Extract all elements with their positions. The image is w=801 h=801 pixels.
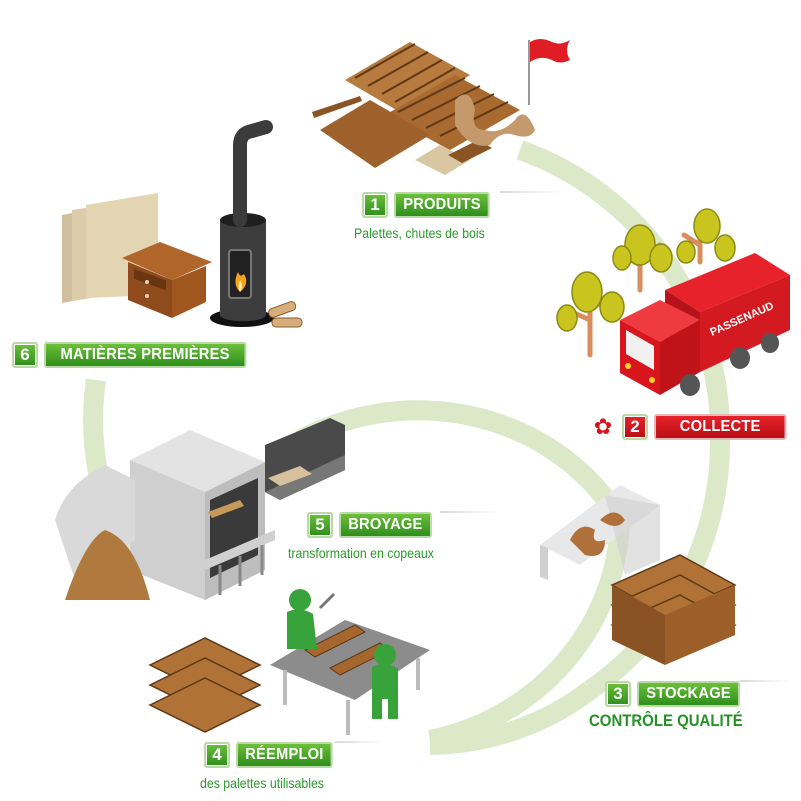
step-title: STOCKAGE bbox=[637, 681, 741, 707]
pallet-stack-icon bbox=[610, 554, 737, 665]
step-title: COLLECTE bbox=[654, 414, 787, 440]
step-3-label: 3 STOCKAGE bbox=[605, 681, 749, 707]
red-flag-icon bbox=[528, 39, 570, 105]
step-2-label: ✿ 2 COLLECTE bbox=[590, 414, 798, 440]
divider bbox=[740, 680, 790, 682]
step-title: PRODUITS bbox=[394, 192, 490, 218]
pallet-pile-icon bbox=[312, 42, 535, 175]
step-6-label: 6 MATIÈRES PREMIÈRES bbox=[12, 342, 264, 368]
step-number: 2 bbox=[622, 414, 648, 440]
collection-truck-icon: PASSENAUD bbox=[620, 253, 790, 396]
step-1-label: 1 PRODUITS bbox=[362, 192, 498, 218]
step-number: 5 bbox=[307, 512, 333, 538]
step-4-subtitle: des palettes utilisables bbox=[200, 775, 324, 791]
step-1-subtitle: Palettes, chutes de bois bbox=[354, 225, 485, 241]
step-title: BROYAGE bbox=[339, 512, 432, 538]
reusable-pallets-icon bbox=[148, 637, 262, 733]
worker-icon bbox=[287, 589, 398, 719]
wood-stove-icon bbox=[210, 120, 303, 328]
step-3-subtitle: CONTRÔLE QUALITÉ bbox=[589, 711, 743, 730]
step-5-subtitle: transformation en copeaux bbox=[288, 545, 434, 561]
step-number: 3 bbox=[605, 681, 631, 707]
step-title: RÉEMPLOI bbox=[236, 742, 333, 768]
sorting-bin-icon bbox=[540, 485, 660, 580]
step-4-label: 4 RÉEMPLOI bbox=[204, 742, 341, 768]
step-number: 1 bbox=[362, 192, 388, 218]
step-number: 4 bbox=[204, 742, 230, 768]
divider bbox=[335, 741, 385, 743]
step-title: MATIÈRES PREMIÈRES bbox=[44, 342, 247, 368]
step-number: 6 bbox=[12, 342, 38, 368]
step-5-label: 5 BROYAGE bbox=[307, 512, 440, 538]
passenaud-logo-icon: ✿ bbox=[593, 414, 613, 439]
shredder-machine-icon bbox=[55, 418, 345, 600]
nightstand-icon bbox=[122, 242, 212, 318]
bottom-cycle-arc bbox=[429, 682, 597, 755]
divider bbox=[440, 511, 500, 513]
divider bbox=[500, 191, 560, 193]
trees-icon bbox=[556, 208, 736, 358]
